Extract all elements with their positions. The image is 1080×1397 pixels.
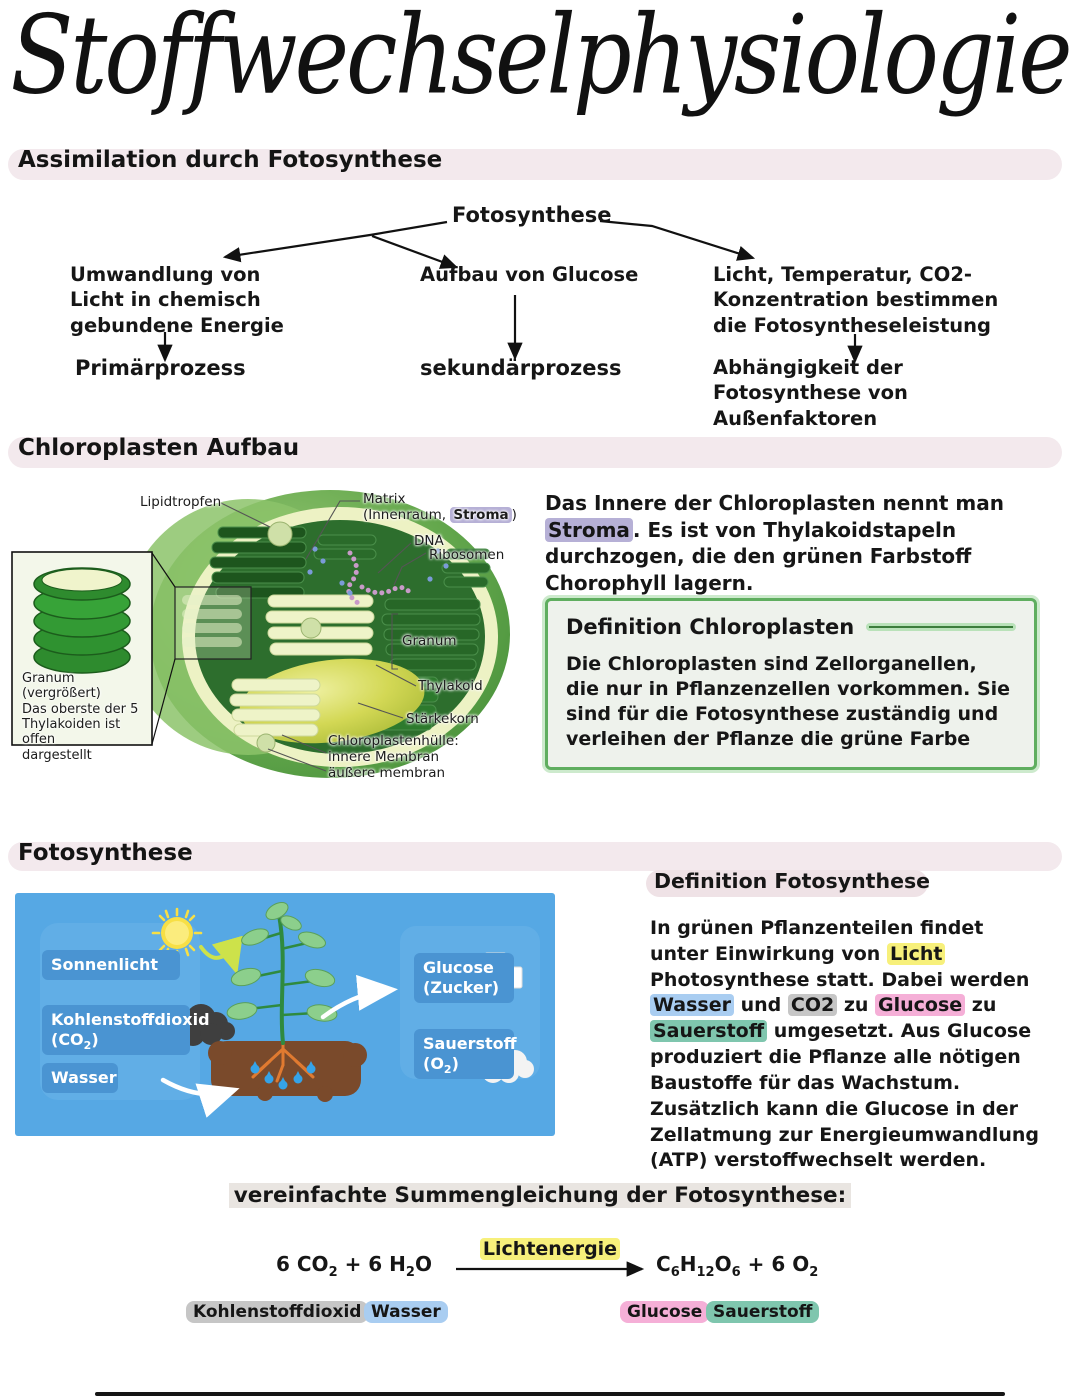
light-arrow bbox=[199, 935, 243, 975]
label-sauerstoff: Sauerstoff (O2) bbox=[414, 1029, 517, 1079]
plant-to-products-arrow bbox=[320, 974, 398, 1020]
section-bar-fotosynthese: Fotosynthese bbox=[8, 840, 1062, 871]
chloroplast-figure: Lipidtropfen Matrix (Innenraum, Stroma) … bbox=[10, 487, 517, 787]
equation-right-side: C6H12O6 + 6 O2 bbox=[656, 1252, 819, 1280]
section-header-fotosynthese: Fotosynthese bbox=[18, 840, 193, 866]
mindmap-branch-glucose: Aufbau von Glucose bbox=[420, 263, 639, 286]
bottom-cutoff-line bbox=[95, 1392, 1005, 1396]
definition-fotosynthese-heading: Definition Fotosynthese bbox=[646, 869, 930, 897]
label-huelle: Chloroplastenhülle: innere Membran äußer… bbox=[328, 733, 459, 781]
mindmap-result-primary: Primärprozess bbox=[75, 356, 246, 380]
section-bar-chloroplasten: Chloroplasten Aufbau bbox=[8, 435, 1062, 468]
label-sonnenlicht: Sonnenlicht bbox=[42, 950, 180, 980]
roots bbox=[251, 1041, 315, 1083]
page-title: Stoffwechselphysiologie bbox=[10, 0, 1072, 119]
equation-arrow-label: Lichtenergie bbox=[455, 1238, 645, 1260]
section-header-assimilation: Assimilation durch Fotosynthese bbox=[18, 147, 443, 173]
legend-sauerstoff: Sauerstoff bbox=[706, 1301, 820, 1323]
mindmap-arrows bbox=[157, 219, 863, 364]
mindmap-result-dependency: Abhängigkeit der Fotosynthese von Außenf… bbox=[713, 356, 908, 430]
section-header-chloroplasten: Chloroplasten Aufbau bbox=[18, 435, 300, 461]
label-stroma-highlight: Stroma bbox=[450, 506, 512, 523]
legend-wasser: Wasser bbox=[364, 1301, 448, 1323]
mindmap-root: Fotosynthese bbox=[452, 203, 612, 227]
label-staerkekorn: Stärkekorn bbox=[406, 711, 479, 727]
mindmap-branch-factors: Licht, Temperatur, CO2-Konzentration bes… bbox=[713, 263, 999, 337]
photosynthesis-figure: Sonnenlicht Kohlenstoffdioxid (CO2) Wass… bbox=[15, 893, 555, 1136]
stroma-paragraph: Das Innere der Chloroplasten nennt man S… bbox=[545, 491, 1004, 595]
label-thylakoid: Thylakoid bbox=[418, 678, 483, 694]
definition-fotosynthese-body: In grünen Pflanzenteilen findet unter Ei… bbox=[650, 917, 1039, 1172]
mindmap-branch-energy: Umwandlung von Licht in chemisch gebunde… bbox=[70, 263, 284, 337]
label-kohlenstoffdioxid: Kohlenstoffdioxid (CO2) bbox=[42, 1005, 210, 1055]
section-bar-assimilation: Assimilation durch Fotosynthese bbox=[8, 147, 1062, 180]
soil bbox=[208, 1041, 367, 1102]
legend-kohlenstoffdioxid: Kohlenstoffdioxid bbox=[186, 1301, 369, 1323]
definition-chloroplasten-box: Definition Chloroplasten Die Chloroplast… bbox=[545, 598, 1037, 770]
definition-title-underline bbox=[866, 623, 1016, 631]
legend-glucose: Glucose bbox=[620, 1301, 710, 1323]
definition-chloroplasten-title: Definition Chloroplasten bbox=[566, 615, 855, 639]
water-to-soil-arrow bbox=[160, 1077, 240, 1118]
equation-arrow bbox=[456, 1261, 645, 1277]
label-glucose: Glucose (Zucker) bbox=[414, 953, 514, 1003]
equation-heading: vereinfachte Summengleichung der Fotosyn… bbox=[0, 1183, 1080, 1208]
label-lipidtropfen: Lipidtropfen bbox=[140, 494, 222, 510]
definition-chloroplasten-body: Die Chloroplasten sind Zellorganellen, d… bbox=[566, 653, 1011, 751]
chloroplast-illustration bbox=[11, 490, 510, 778]
water-drops bbox=[250, 1061, 316, 1090]
label-wasser: Wasser bbox=[42, 1063, 118, 1093]
label-ribosomen: Ribosomen bbox=[429, 547, 505, 563]
label-matrix: Matrix (Innenraum, Stroma) bbox=[363, 491, 517, 523]
label-granum: Granum bbox=[402, 633, 457, 649]
mindmap-result-secondary: sekundärprozess bbox=[420, 356, 622, 380]
plant bbox=[226, 901, 338, 1045]
equation-left-side: 6 CO2 + 6 H2O bbox=[276, 1252, 432, 1280]
label-dna: DNA bbox=[414, 533, 444, 549]
